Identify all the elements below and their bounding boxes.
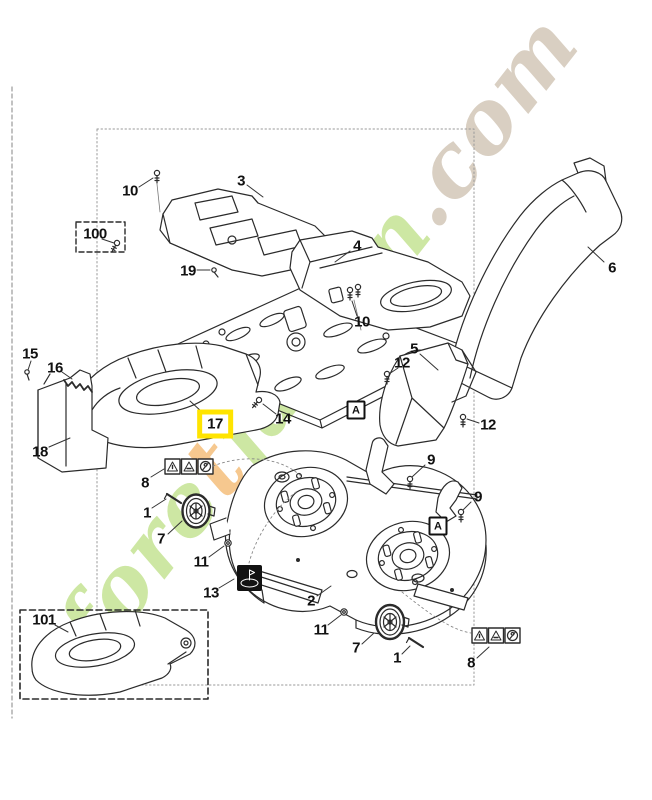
part-label-13[interactable]: 13 <box>203 584 219 602</box>
part-discharge-chute <box>449 157 623 400</box>
part-wheel-left <box>181 493 216 529</box>
part-label-11-left[interactable]: 11 <box>193 553 209 571</box>
part-spring <box>63 379 93 393</box>
part-deflector <box>379 342 477 447</box>
part-support-bracket <box>37 369 109 473</box>
part-label-17-highlighted[interactable]: 17 <box>197 409 233 439</box>
part-chute-insert-101 <box>31 609 196 696</box>
part-belt-cover-lower <box>289 230 471 331</box>
part-label-6[interactable]: 6 <box>608 259 616 277</box>
part-label-2[interactable]: 2 <box>307 592 315 610</box>
part-label-5[interactable]: 5 <box>410 340 418 358</box>
warning-label-strip-lower <box>471 627 521 644</box>
part-label-10-lower[interactable]: 10 <box>354 313 370 331</box>
warning-label-strip-upper <box>164 458 214 475</box>
part-label-101[interactable]: 101 <box>32 611 56 629</box>
view-marker-a-lower: A <box>428 516 448 536</box>
part-label-16[interactable]: 16 <box>47 359 63 377</box>
part-label-3[interactable]: 3 <box>237 172 245 190</box>
part-label-1-left[interactable]: 1 <box>143 504 151 522</box>
part-label-19[interactable]: 19 <box>180 262 196 280</box>
part-screw-15 <box>24 369 30 381</box>
caution-label-black <box>237 565 262 591</box>
part-label-8-lower[interactable]: 8 <box>467 654 475 672</box>
part-label-7-left[interactable]: 7 <box>157 530 165 548</box>
part-label-14[interactable]: 14 <box>275 410 291 428</box>
part-label-11-right[interactable]: 11 <box>313 621 329 639</box>
part-label-8-upper[interactable]: 8 <box>141 474 149 492</box>
part-label-10-upper[interactable]: 10 <box>122 182 138 200</box>
part-label-18[interactable]: 18 <box>32 443 48 461</box>
part-label-9-upper[interactable]: 9 <box>427 451 435 469</box>
group-box-101 <box>19 609 209 700</box>
part-label-12-lower[interactable]: 12 <box>480 416 496 434</box>
part-label-15[interactable]: 15 <box>22 345 38 363</box>
part-label-9-lower[interactable]: 9 <box>474 488 482 506</box>
part-label-12-upper[interactable]: 12 <box>394 354 410 372</box>
hardware-screws <box>109 169 467 649</box>
part-wheel-right <box>374 603 410 641</box>
group-box-100 <box>75 221 126 253</box>
view-marker-a-upper: A <box>346 400 366 420</box>
leader-lines <box>27 177 605 659</box>
part-label-4[interactable]: 4 <box>353 237 361 255</box>
dotted-reference-curves <box>212 458 472 634</box>
part-label-7-right[interactable]: 7 <box>352 639 360 657</box>
part-label-1-right[interactable]: 1 <box>393 649 401 667</box>
part-label-100[interactable]: 100 <box>83 225 107 243</box>
part-belt-cover-upper <box>159 188 333 277</box>
part-mower-deck <box>209 437 487 635</box>
